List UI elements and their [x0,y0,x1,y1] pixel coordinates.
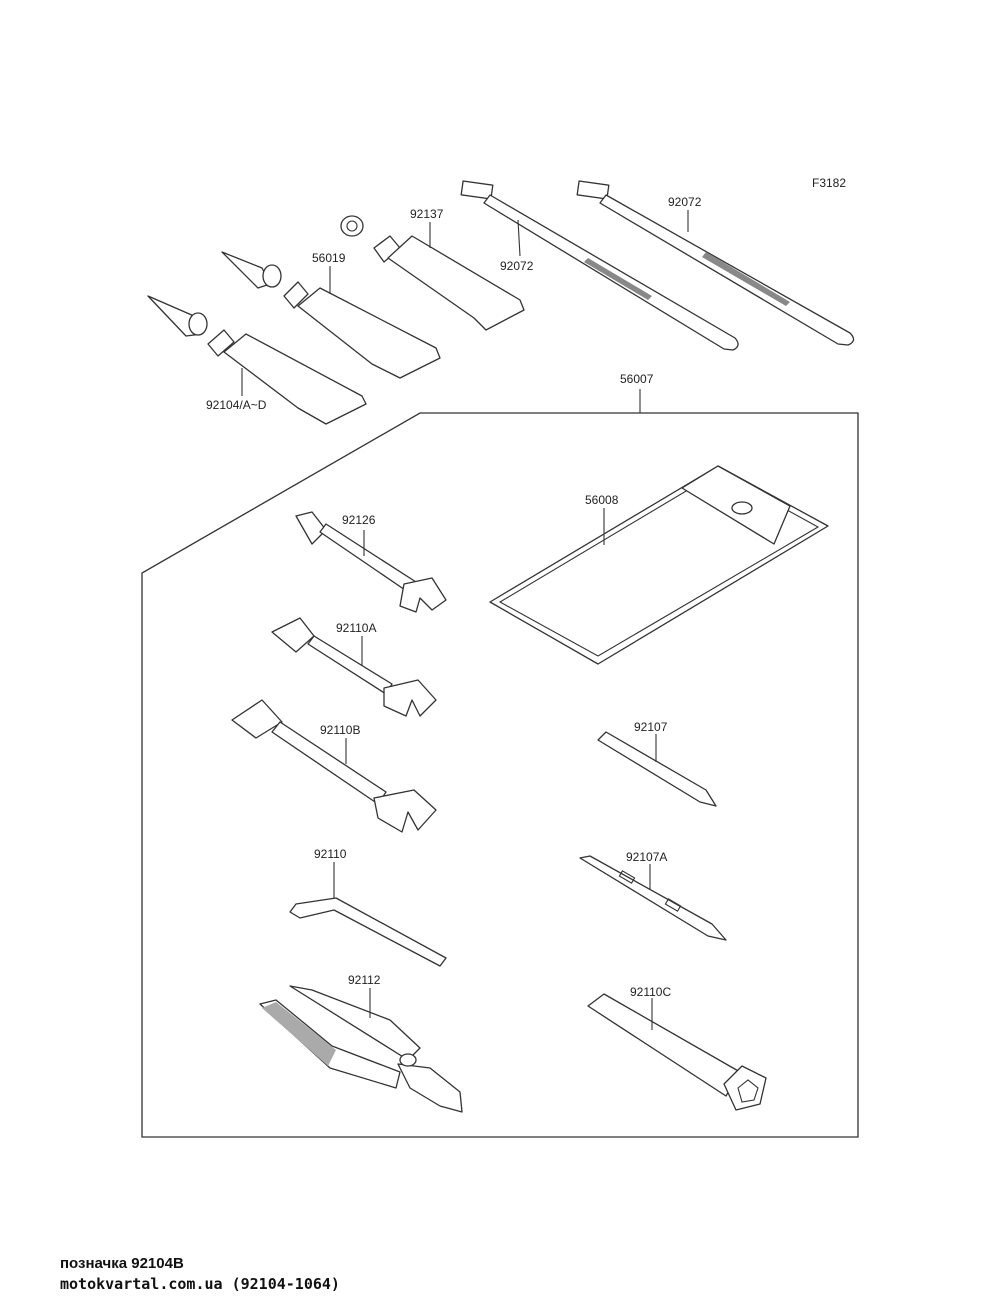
label-56007: 56007 [620,372,654,386]
caption-source: motokvartal.com.ua (92104-1064) [60,1275,340,1293]
label-92110c: 92110C [630,985,671,999]
cap-92137[interactable] [340,215,364,237]
tube-92137[interactable] [373,235,525,331]
wrench-92110a[interactable] [271,617,437,717]
tool-kit-outline [141,412,859,1138]
cable-tie-92072-right[interactable] [576,180,855,346]
tube-56019[interactable] [283,281,441,379]
screwdriver-92107[interactable] [597,731,717,807]
wrench-92126[interactable] [295,511,447,613]
label-56008: 56008 [585,493,619,507]
wrench-92110b[interactable] [231,699,437,833]
tube-92104[interactable] [207,329,367,425]
label-92126: 92126 [342,513,376,527]
hex-key-92110[interactable] [289,897,447,967]
figure-code: F3182 [812,176,846,190]
tool-bag-56008[interactable] [489,465,829,665]
pliers-92112[interactable] [259,985,463,1113]
spark-plug-wrench-92110c[interactable] [587,993,767,1111]
label-92137: 92137 [410,207,444,221]
cable-tie-92072-left[interactable] [460,180,739,351]
label-92072-right: 92072 [668,195,702,209]
leader-92072-left [517,219,521,257]
label-92072-left: 92072 [500,259,534,273]
label-92107: 92107 [634,720,668,734]
nozzle-56019[interactable] [221,251,282,289]
label-92110a: 92110A [336,621,376,635]
label-56019: 56019 [312,251,346,265]
label-92107a: 92107A [626,850,667,864]
label-92104: 92104/A~D [206,398,267,412]
label-92110: 92110 [314,847,347,861]
nozzle-92104[interactable] [147,295,208,337]
label-92112: 92112 [348,973,381,987]
screwdriver-92107a[interactable] [579,855,727,941]
label-92110b: 92110B [320,723,360,737]
caption-part-note: позначка 92104B [60,1255,184,1272]
